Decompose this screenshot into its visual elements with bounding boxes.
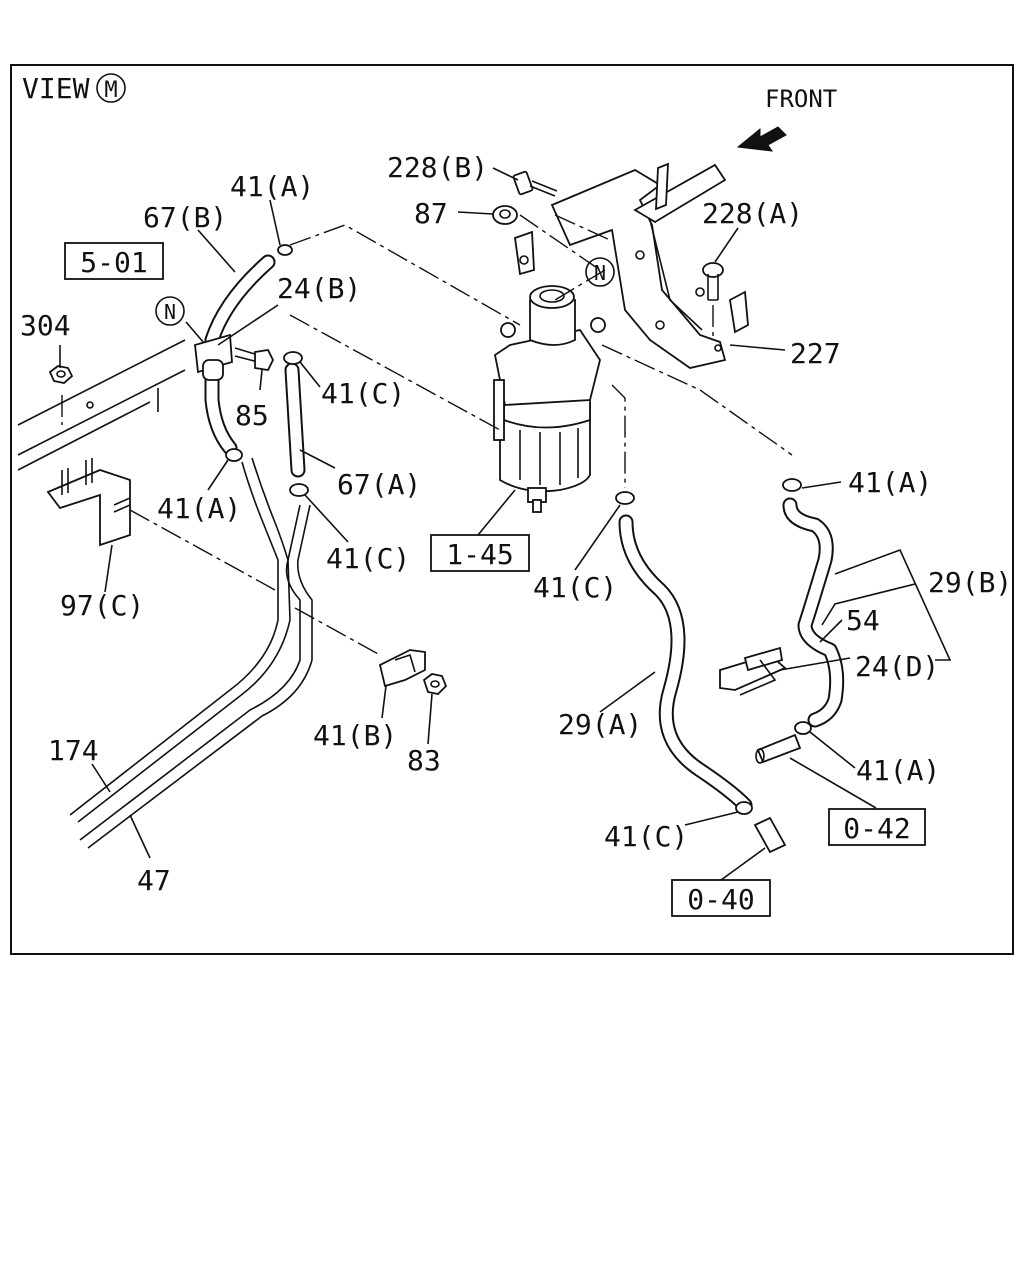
clamp-41c-center xyxy=(615,491,635,505)
pipe-47 xyxy=(79,504,313,849)
ref-1-45: 1-45 xyxy=(446,538,513,571)
mounting-bracket xyxy=(514,162,749,369)
clip-24d xyxy=(719,646,787,696)
pipe-174 xyxy=(69,457,291,823)
hose-29a xyxy=(618,514,753,813)
callout-47: 47 xyxy=(137,864,171,897)
callout-174: 174 xyxy=(48,734,99,767)
ref-box-0-42: 0-42 xyxy=(828,808,926,846)
clip-41b xyxy=(378,649,426,688)
callout-41c-lower: 41(C) xyxy=(604,820,688,853)
frame-rail xyxy=(17,339,186,471)
front-arrow-icon xyxy=(736,126,787,152)
callout-228a: 228(A) xyxy=(702,197,803,230)
callout-41c-mid: 41(C) xyxy=(326,542,410,575)
callout-41c-center: 41(C) xyxy=(533,571,617,604)
bolt-85 xyxy=(234,347,275,371)
view-label: VIEW xyxy=(22,72,90,105)
callout-41c-upper: 41(C) xyxy=(321,377,405,410)
clamp-41c-lower xyxy=(735,801,753,815)
hose-29b xyxy=(782,497,845,728)
callout-83: 83 xyxy=(407,744,441,777)
callout-41b: 41(B) xyxy=(313,719,397,752)
ref-0-40: 0-40 xyxy=(687,883,754,916)
clamp-41a-lower xyxy=(794,721,812,735)
callout-304: 304 xyxy=(20,309,71,342)
view-circle xyxy=(96,73,126,103)
marker-n-left-letter: N xyxy=(164,300,176,324)
ref-5-01: 5-01 xyxy=(80,246,147,279)
callout-87: 87 xyxy=(414,197,448,230)
callout-228b: 228(B) xyxy=(387,151,488,184)
callout-24d: 24(D) xyxy=(855,650,939,683)
nut-87 xyxy=(492,205,518,225)
clamp-41a-right xyxy=(782,478,802,492)
callout-41a-lower: 41(A) xyxy=(856,754,940,787)
clamp-41a-left xyxy=(225,448,243,462)
routing-lines xyxy=(129,214,793,656)
ref-box-5-01: 5-01 xyxy=(64,242,164,280)
callout-85: 85 xyxy=(235,399,269,432)
ref-0-42: 0-42 xyxy=(843,812,910,845)
clamp-41c-upper xyxy=(283,351,303,365)
nut-83 xyxy=(422,673,448,695)
callout-29b: 29(B) xyxy=(928,566,1012,599)
pipe-stub-0-40 xyxy=(753,816,787,854)
clamp-41a-top xyxy=(277,244,293,256)
diagram-frame xyxy=(10,64,1014,955)
callout-97c: 97(C) xyxy=(60,589,144,622)
ref-box-1-45: 1-45 xyxy=(430,534,530,572)
bracket-97c xyxy=(46,458,131,547)
clip-24b xyxy=(194,333,233,381)
pipe-stub-0-42 xyxy=(755,733,802,764)
marker-n-right: N xyxy=(585,257,615,287)
marker-n-left: N xyxy=(155,296,185,326)
ref-box-0-40: 0-40 xyxy=(671,879,771,917)
front-label: FRONT xyxy=(765,85,837,113)
callout-54: 54 xyxy=(846,604,880,637)
nut-304 xyxy=(48,365,74,384)
hose-67a xyxy=(284,362,306,478)
leader-lines xyxy=(59,167,952,881)
bolt-228b xyxy=(512,170,558,197)
bolt-228a xyxy=(702,262,724,301)
callout-41a-top: 41(A) xyxy=(230,170,314,203)
callout-29a: 29(A) xyxy=(558,708,642,741)
view-circle-letter: M xyxy=(104,78,117,103)
callout-24b: 24(B) xyxy=(277,272,361,305)
clamp-41c-mid xyxy=(289,483,309,497)
callout-227: 227 xyxy=(790,337,841,370)
marker-n-right-letter: N xyxy=(594,261,606,285)
fuel-filter xyxy=(493,285,606,513)
callout-41a-left: 41(A) xyxy=(157,492,241,525)
callout-67b: 67(B) xyxy=(143,201,227,234)
callout-67a: 67(A) xyxy=(337,468,421,501)
callout-41a-right: 41(A) xyxy=(848,466,932,499)
